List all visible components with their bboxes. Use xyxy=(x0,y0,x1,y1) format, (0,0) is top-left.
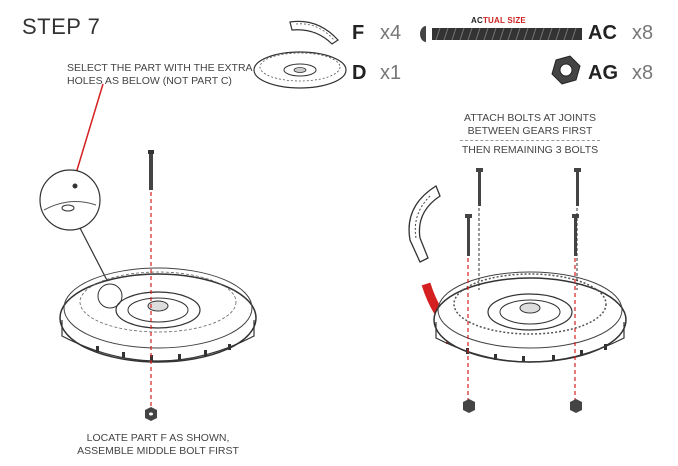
right-gear-segment xyxy=(408,185,441,263)
right-bolt-guides xyxy=(478,208,578,290)
pointer-arrow xyxy=(69,83,104,186)
left-turntable xyxy=(59,267,257,363)
right-turntable xyxy=(433,271,627,363)
turntable-base-icon xyxy=(253,51,347,89)
step-title: STEP 7 xyxy=(22,14,101,39)
part-ac-code: AC xyxy=(588,22,617,44)
left-bolt xyxy=(148,150,154,190)
right-nuts xyxy=(463,399,582,413)
part-ag-qty: x8 xyxy=(632,62,654,84)
gear-segment-icon xyxy=(289,20,339,45)
actual-size-note: ACTUAL SIZE xyxy=(471,16,526,25)
part-d-qty: x1 xyxy=(380,62,402,84)
locate-part-note: LOCATE PART F AS SHOWN, ASSEMBLE MIDDLE … xyxy=(77,432,239,457)
left-nut xyxy=(145,407,157,421)
attach-bolts-note: ATTACH BOLTS AT JOINTS BETWEEN GEARS FIR… xyxy=(460,112,600,156)
right-bolt-red-guides xyxy=(467,258,576,400)
part-f-qty: x4 xyxy=(380,22,402,44)
detail-circle xyxy=(39,169,113,291)
part-ag-code: AG xyxy=(588,62,618,84)
part-d-code: D xyxy=(352,62,367,84)
right-bolts xyxy=(465,168,581,256)
bolt-icon xyxy=(420,26,582,42)
part-f-code: F xyxy=(352,22,365,44)
select-part-note: SELECT THE PART WITH THE EXTRA HOLES AS … xyxy=(67,62,253,87)
part-ac-qty: x8 xyxy=(632,22,654,44)
lock-nut-icon xyxy=(551,55,581,85)
